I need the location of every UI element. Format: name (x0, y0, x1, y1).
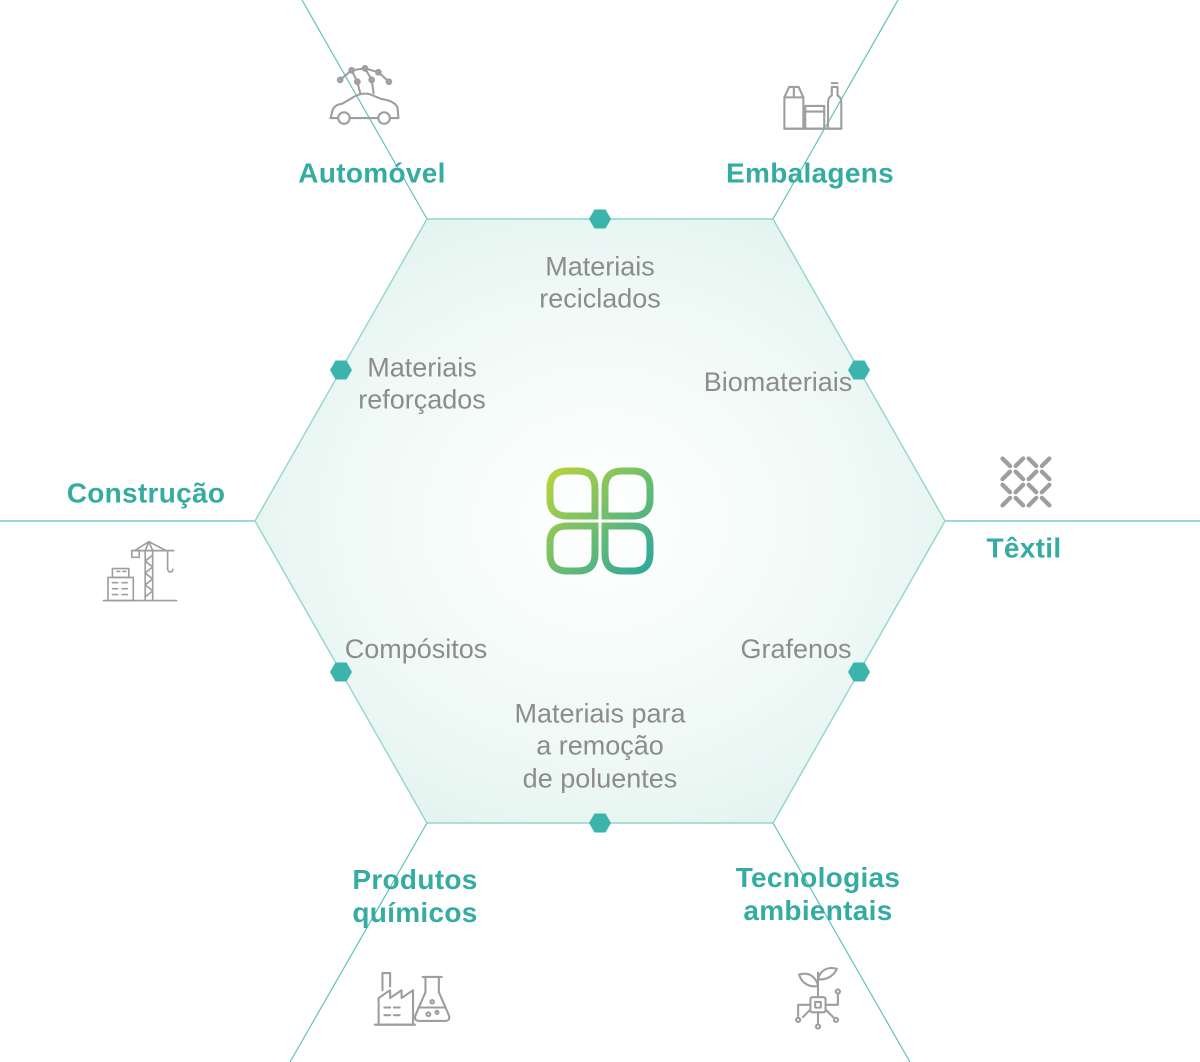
edge-marker-upper-left (330, 360, 352, 380)
edge-marker-top (589, 209, 611, 229)
edge-marker-lower-right (848, 662, 870, 682)
chemical-plant-icon (371, 960, 457, 1035)
sector-label-embalagens: Embalagens (726, 157, 894, 189)
woven-fabric-icon (995, 451, 1055, 511)
material-label-biomateriais: Biomateriais (703, 366, 853, 397)
edge-marker-upper-right (848, 360, 870, 380)
sector-label-automovel: Automóvel (298, 157, 446, 189)
four-leaf-logo (546, 467, 654, 575)
sector-label-produtos-quimicos: Produtos químicos (352, 863, 478, 928)
connected-car-icon (322, 64, 408, 133)
sector-label-tecnologias-ambientais: Tecnologias ambientais (735, 861, 901, 926)
sector-label-textil: Têxtil (986, 532, 1062, 564)
edge-markers (330, 209, 870, 833)
hexagon-shape (254, 218, 946, 824)
material-label-reforcados: Materiais reforçados (358, 352, 486, 415)
packaging-icon (773, 74, 847, 135)
material-label-reciclados: Materiais reciclados (539, 251, 661, 314)
sector-label-construcao: Construção (66, 477, 226, 509)
edge-marker-bottom (589, 813, 611, 833)
material-label-remocao-poluentes: Materiais para a remoção de poluentes (514, 698, 686, 794)
material-label-compositos: Compósitos (344, 633, 488, 664)
edge-marker-lower-left (330, 662, 352, 682)
construction-crane-icon (99, 536, 181, 605)
material-label-grafenos: Grafenos (740, 633, 852, 664)
green-technology-icon (783, 963, 853, 1039)
